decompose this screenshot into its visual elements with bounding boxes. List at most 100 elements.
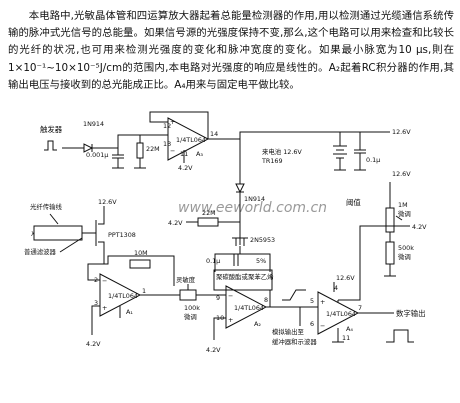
pot-1m-arrow: [395, 215, 403, 221]
label-cap-01-batt: 0.1μ: [366, 156, 380, 164]
label-minus-a4: −: [320, 322, 325, 330]
digital-waveform: [386, 329, 414, 343]
label-filter: 普通滤波器: [24, 247, 57, 256]
pin-a4-5: 5: [310, 297, 314, 305]
label-plus-a4: +: [320, 298, 325, 306]
analog-waveform: [282, 289, 306, 301]
opamp-a3: [167, 117, 210, 161]
label-v12-a4: 12.6V: [336, 274, 355, 282]
label-opamp-a2: 1/4TL064: [234, 304, 264, 312]
wire: [214, 246, 271, 272]
label-opamp-a1: 1/4TL064: [108, 292, 138, 300]
label-v42-a1: 4.2V: [86, 340, 101, 348]
label-plus-a1: +: [102, 304, 107, 312]
fiber: [33, 213, 83, 241]
label-opamp-a4: 1/4TL064: [326, 310, 356, 318]
label-v42-right: 4.2V: [412, 223, 427, 231]
label-pot-500k-note: 微调: [398, 252, 411, 261]
ground: [112, 164, 124, 169]
phototransistor-ppt1308: [98, 206, 105, 252]
threshold-divider: [384, 200, 396, 277]
label-diode-mid: 1N914: [244, 195, 265, 203]
label-pot-1m-note: 微调: [398, 209, 411, 218]
pin-a2-9: 9: [216, 294, 220, 302]
res-10m: [129, 259, 151, 269]
label-minus-a2: −: [228, 292, 233, 300]
pin-a4-7: 7: [358, 304, 362, 312]
label-transistor: 2N5953: [250, 236, 275, 244]
phototransistor-light: [82, 220, 97, 246]
label-fiber: 光纤传输线: [30, 202, 63, 211]
label-minus-a3: −: [170, 147, 175, 155]
wire: [149, 111, 209, 139]
label-cap-01-int: 0.1μ: [206, 257, 220, 265]
rail-12v: [239, 131, 390, 139]
label-pot-100k: 100k: [184, 304, 200, 312]
label-analog-out2: 缓冲器和示波器: [272, 337, 317, 346]
wire-threshold-a4: [338, 225, 390, 301]
label-a1: A₁: [126, 308, 133, 316]
label-analog-out: 模拟输出至: [272, 327, 305, 336]
ground-a4: [332, 328, 344, 343]
watermark: www.eeworld.com.cn: [178, 200, 327, 216]
wire: [92, 134, 168, 149]
pin-a2-8: 8: [264, 296, 268, 304]
label-pot-1m: 1M: [398, 201, 408, 209]
label-res-10m: 10M: [134, 249, 148, 257]
trigger-pulse: [44, 140, 57, 151]
res-22m-top: [134, 135, 146, 169]
battery: [333, 132, 347, 171]
filter-leader: [59, 237, 83, 253]
pin-a4-4: 4: [334, 284, 338, 292]
diode-1n914-mid: [235, 183, 245, 194]
label-v42-a3: 4.2V: [178, 164, 193, 172]
label-v12-pt: 12.6V: [98, 198, 117, 206]
circuit-description: 本电路中,光敏晶体管和四运算放大器起着总能量检测器的作用,用以检测通过光缆通信系…: [8, 10, 454, 91]
wire: [213, 317, 226, 340]
label-plus-a2: +: [228, 316, 233, 324]
label-res-22m-top: 22M: [146, 145, 160, 153]
pot-100k: [179, 284, 197, 301]
label-v42-mid: 4.2V: [168, 219, 183, 227]
label-battery: 来电池 12.6V: [262, 147, 302, 156]
label-opamp-a3: 1/4TL064: [176, 136, 206, 144]
label-pot-500k: 500k: [398, 244, 414, 252]
label-diode-top: 1N914: [83, 120, 104, 128]
label-a-in: λ: [31, 230, 35, 238]
label-cap-0001: 0.001μ: [86, 151, 108, 159]
pin-a1-1: 1: [142, 287, 146, 295]
pin-a3-11: 11: [180, 150, 188, 158]
label-threshold: 阈值: [346, 198, 361, 207]
label-sensitivity: 灵敏度: [176, 275, 196, 284]
label-integ-note: 聚碳酸酯或聚苯乙烯: [216, 272, 274, 281]
pin-a1-2: 2: [94, 276, 98, 284]
opamp-a1: [99, 273, 142, 317]
pin-a4-6: 6: [310, 320, 314, 328]
pin-a3-12: 12: [163, 122, 171, 130]
transistor-2n5953: [232, 237, 248, 246]
label-battery-model: TR169: [261, 157, 283, 165]
label-plus-a3: +: [170, 118, 175, 126]
opamp-a2: [225, 285, 268, 329]
label-digital-out: 数字输出: [396, 309, 426, 318]
label-v42-a2: 4.2V: [206, 346, 221, 354]
pin-a4-11: 11: [342, 334, 350, 342]
label-rail-12v: 12.6V: [392, 128, 411, 136]
wire: [87, 252, 105, 281]
label-v12-right: 12.6V: [392, 170, 411, 178]
label-a4: A₄: [346, 325, 353, 333]
label-tol: 5%: [256, 257, 266, 265]
pin-a1-3: 3: [94, 299, 98, 307]
cap-01-battery: [354, 132, 366, 171]
res-22m-mid: [186, 217, 240, 227]
label-pot-100k-note: 微调: [184, 312, 197, 321]
label-minus-a1: −: [102, 277, 107, 285]
label-a3: A₃: [196, 150, 203, 158]
cap-0001: [112, 148, 124, 164]
label-res-22m-mid: 22M: [202, 209, 216, 217]
wire: [266, 290, 318, 308]
pin-a3-13: 13: [163, 140, 171, 148]
integ-note-box: [213, 269, 273, 291]
pin-a3-14: 14: [210, 130, 218, 138]
